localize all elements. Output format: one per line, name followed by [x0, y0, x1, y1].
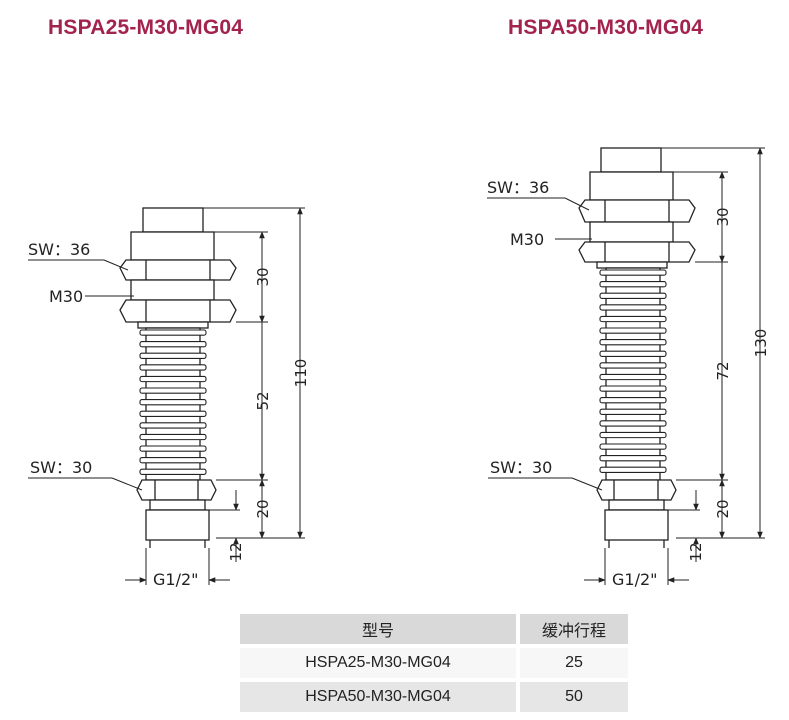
right-dim-12: 12 — [687, 542, 705, 561]
header-model: 型号 — [240, 614, 516, 644]
spring-coil — [599, 315, 667, 323]
spring-coil — [139, 375, 207, 383]
right-spring-coils — [599, 267, 667, 481]
right-shock-absorber — [578, 147, 696, 548]
spring-coil — [599, 443, 667, 450]
right-dim-72: 72 — [714, 361, 732, 380]
spec-table: 型号 缓冲行程 HSPA25-M30-MG04 25 HSPA50-M30-MG… — [240, 610, 628, 716]
spring-coil — [599, 339, 667, 346]
spring-coil — [599, 281, 667, 288]
left-upper-body — [130, 231, 215, 261]
cell-model: HSPA50-M30-MG04 — [240, 682, 516, 712]
technical-drawing: SW：36 M30 SW：30 G1/2" 30 52 20 12 110 — [28, 147, 770, 589]
cell-stroke: 25 — [520, 648, 628, 678]
spring-coil — [599, 373, 667, 381]
right-small-hex-nut — [596, 479, 677, 501]
spring-coil — [139, 433, 207, 441]
left-upper-hex-nut — [119, 259, 237, 281]
table-row: HSPA25-M30-MG04 25 — [240, 648, 628, 678]
right-upper-hex-nut — [578, 199, 696, 223]
left-small-hex-nut — [136, 479, 217, 501]
left-thread-port — [145, 509, 210, 541]
spring-coil — [139, 468, 207, 475]
left-shock-absorber — [119, 207, 237, 548]
right-small-nut-label: SW：30 — [490, 458, 552, 477]
left-dim-20: 20 — [254, 499, 272, 518]
left-port-label: G1/2" — [153, 570, 199, 589]
spring-coil — [599, 292, 667, 299]
right-port-label: G1/2" — [612, 570, 658, 589]
spring-coil — [139, 445, 207, 452]
right-thread-label: M30 — [510, 230, 544, 249]
spring-coil — [139, 422, 207, 429]
spring-coil — [599, 420, 667, 427]
right-upper-body — [589, 171, 674, 201]
right-dim-30: 30 — [714, 207, 732, 226]
left-dim-total: 110 — [292, 359, 310, 388]
spring-coil — [599, 455, 667, 462]
header-stroke: 缓冲行程 — [520, 614, 628, 644]
left-nut-label: SW：36 — [28, 240, 90, 259]
spring-coil — [599, 385, 667, 392]
spring-coil — [599, 408, 667, 415]
cell-model: HSPA25-M30-MG04 — [240, 648, 516, 678]
left-spring-coils — [139, 327, 207, 481]
cell-stroke: 50 — [520, 682, 628, 712]
right-dim-total: 130 — [752, 329, 770, 358]
left-top-cap — [142, 207, 204, 233]
left-dim-52: 52 — [254, 391, 272, 410]
spring-coil — [599, 304, 667, 311]
spring-coil — [599, 350, 667, 357]
spring-coil — [599, 431, 667, 439]
spring-coil — [139, 341, 207, 348]
left-thread-label: M30 — [49, 287, 83, 306]
right-top-cap — [600, 147, 662, 173]
right-thread-port — [604, 509, 669, 541]
right-dim-20: 20 — [714, 499, 732, 518]
left-dim-12: 12 — [227, 542, 245, 561]
right-lower-hex-nut — [578, 241, 696, 263]
right-nut-label: SW：36 — [487, 178, 549, 197]
spring-coil — [139, 410, 207, 417]
spring-coil — [139, 352, 207, 359]
spring-coil — [599, 362, 667, 369]
spring-coil — [139, 364, 207, 371]
left-small-nut-label: SW：30 — [30, 458, 92, 477]
left-dim-30: 30 — [254, 267, 272, 286]
spring-coil — [139, 387, 207, 394]
spring-coil — [599, 466, 667, 473]
table-row: HSPA50-M30-MG04 50 — [240, 682, 628, 712]
left-model-title: HSPA25-M30-MG04 — [48, 16, 244, 39]
right-model-title: HSPA50-M30-MG04 — [508, 16, 704, 39]
spring-coil — [139, 329, 207, 336]
table-header-row: 型号 缓冲行程 — [240, 614, 628, 644]
spring-coil — [139, 399, 207, 406]
spring-coil — [599, 397, 667, 404]
spring-coil — [599, 327, 667, 334]
spring-coil — [139, 457, 207, 464]
left-lower-hex-nut — [119, 299, 237, 323]
spring-coil — [599, 269, 667, 276]
